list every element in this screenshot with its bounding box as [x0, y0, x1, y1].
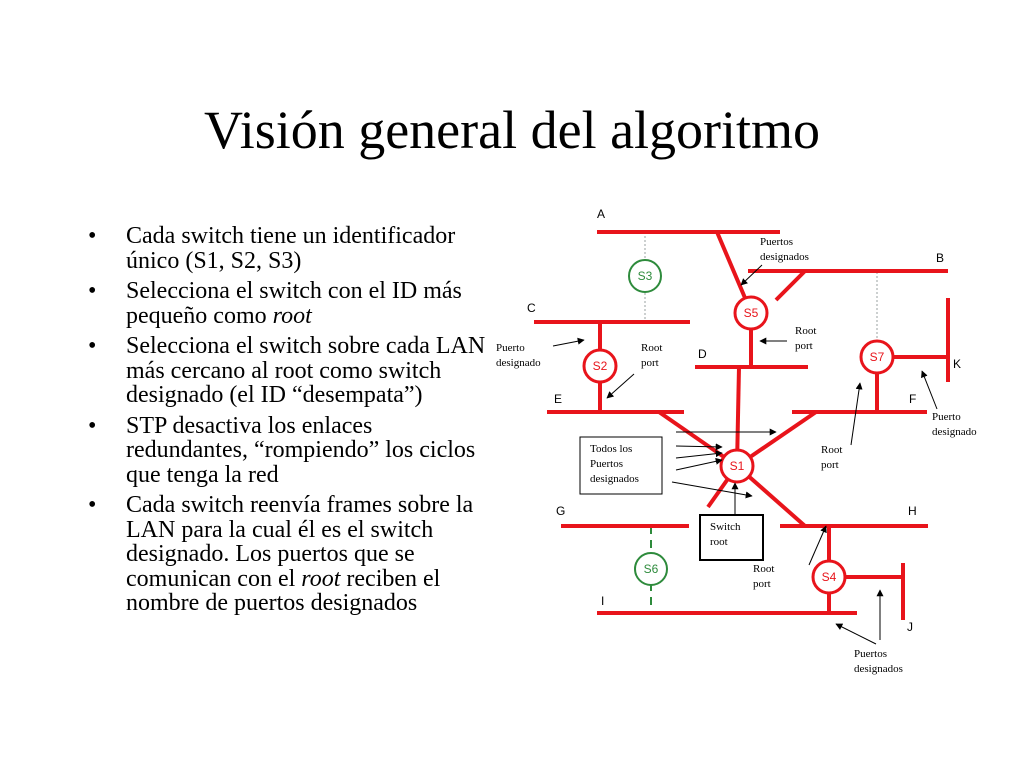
annotation-line: root	[710, 536, 728, 548]
annotation-line: Switch	[710, 521, 741, 533]
annotation-puerto-designado-left: Puerto designado	[496, 342, 541, 369]
lan-label-h: H	[908, 504, 917, 518]
annotation-line: Root	[821, 444, 842, 456]
switch-s2-node	[582, 348, 618, 384]
annotation-line: port	[753, 578, 771, 590]
annotation-puertos-designados-top: Puertos designados	[760, 236, 809, 263]
bullet-item: • Cada switch reenvía frames sobre la LAN…	[88, 493, 498, 616]
lan-label-a: A	[597, 207, 605, 221]
switch-s6-label: S6	[644, 562, 659, 576]
switch-s6-node	[634, 552, 668, 586]
annotation-arrow	[740, 264, 763, 286]
bullet-marker: •	[88, 333, 97, 359]
annotation-arrow	[675, 457, 723, 471]
annotation-root-port-s5: Root port	[795, 325, 816, 352]
annotation-arrow	[921, 370, 938, 410]
annotation-line: designados	[590, 473, 639, 485]
annotation-arrow	[606, 373, 635, 399]
bullet-text: Selecciona el switch con el ID más peque…	[126, 278, 462, 329]
bullet-text: Cada switch reenvía frames sobre la LAN …	[126, 492, 474, 592]
annotation-line: Puertos	[760, 236, 793, 248]
bullet-marker: •	[88, 223, 97, 249]
switch-s3-node	[628, 259, 662, 293]
switch-s1-label: S1	[730, 459, 745, 473]
switch-root-box	[699, 514, 764, 561]
annotation-root-port-s4: Root port	[753, 563, 774, 590]
bullet-item: • Cada switch tiene un identificador únic…	[88, 224, 498, 273]
annotation-line: Todos los	[590, 443, 632, 455]
lan-label-i: I	[601, 594, 604, 608]
annotation-line: designados	[760, 251, 809, 263]
switch-s2-label: S2	[593, 359, 608, 373]
annotation-line: designado	[932, 426, 977, 438]
bullet-text: Cada switch tiene un identificador único…	[126, 223, 456, 274]
annotation-arrow	[671, 481, 753, 499]
switch-s5-label: S5	[744, 306, 759, 320]
switch-link	[774, 269, 807, 302]
lan-label-b: B	[936, 251, 944, 265]
bullet-marker: •	[88, 278, 97, 304]
bullet-item: • Selecciona el switch sobre cada LAN más…	[88, 334, 498, 408]
switch-s3-label: S3	[638, 269, 653, 283]
switch-s4-label: S4	[822, 570, 837, 584]
lan-label-c: C	[527, 301, 536, 315]
annotation-arrow	[835, 623, 877, 645]
lan-label-k: K	[953, 357, 961, 371]
annotation-line: Puerto	[932, 411, 961, 423]
bullet-list: • Cada switch tiene un identificador únic…	[88, 224, 498, 622]
switch-s7-label: S7	[870, 350, 885, 364]
bullet-text: Selecciona el switch sobre cada LAN más …	[126, 333, 486, 408]
bullet-item: • STP desactiva los enlaces redundantes, …	[88, 412, 498, 488]
bullet-text: reciben el nombre de puertos designados	[126, 565, 441, 616]
annotation-line: Puerto	[496, 342, 525, 354]
switch-s4-node	[811, 559, 847, 595]
annotation-arrow	[675, 450, 723, 459]
switch-s1-node	[719, 448, 755, 484]
bullet-text: root	[301, 565, 341, 592]
switch-s7-node	[859, 339, 895, 375]
annotation-root-port-s7: Root port	[821, 444, 842, 471]
annotation-arrow	[675, 443, 723, 451]
annotation-line: port	[641, 357, 659, 369]
annotation-puerto-designado-right: Puerto designado	[932, 411, 977, 438]
annotation-line: Root	[753, 563, 774, 575]
annotation-arrow	[552, 337, 585, 347]
lan-label-e: E	[554, 392, 562, 406]
annotation-line: Puertos	[590, 458, 623, 470]
annotation-line: port	[795, 340, 813, 352]
annotation-puertos-designados-bottom: Puertos designados	[854, 648, 903, 675]
bullet-text: STP desactiva los enlaces redundantes, “…	[126, 412, 476, 488]
annotation-arrow	[850, 382, 863, 446]
designated-ports-box	[579, 436, 663, 495]
annotation-line: port	[821, 459, 839, 471]
lan-label-j: J	[907, 620, 913, 634]
lan-label-f: F	[909, 392, 916, 406]
annotation-line: Puertos	[854, 648, 887, 660]
bullet-marker: •	[88, 412, 97, 439]
annotation-line: Root	[641, 342, 662, 354]
annotation-line: designado	[496, 357, 541, 369]
switch-s5-node	[733, 295, 769, 331]
annotation-line: Root	[795, 325, 816, 337]
annotation-root-port-s2: Root port	[641, 342, 662, 369]
lan-label-d: D	[698, 347, 707, 361]
bullet-text: root	[272, 302, 312, 329]
lan-label-g: G	[556, 504, 565, 518]
bullet-item: • Selecciona el switch con el ID más pequ…	[88, 279, 498, 328]
annotation-line: designados	[854, 663, 903, 675]
annotation-switch-root: Switch root	[710, 521, 741, 548]
annotation-arrow	[808, 525, 827, 566]
bullet-marker: •	[88, 492, 97, 518]
slide-title: Visión general del algoritmo	[203, 100, 821, 160]
